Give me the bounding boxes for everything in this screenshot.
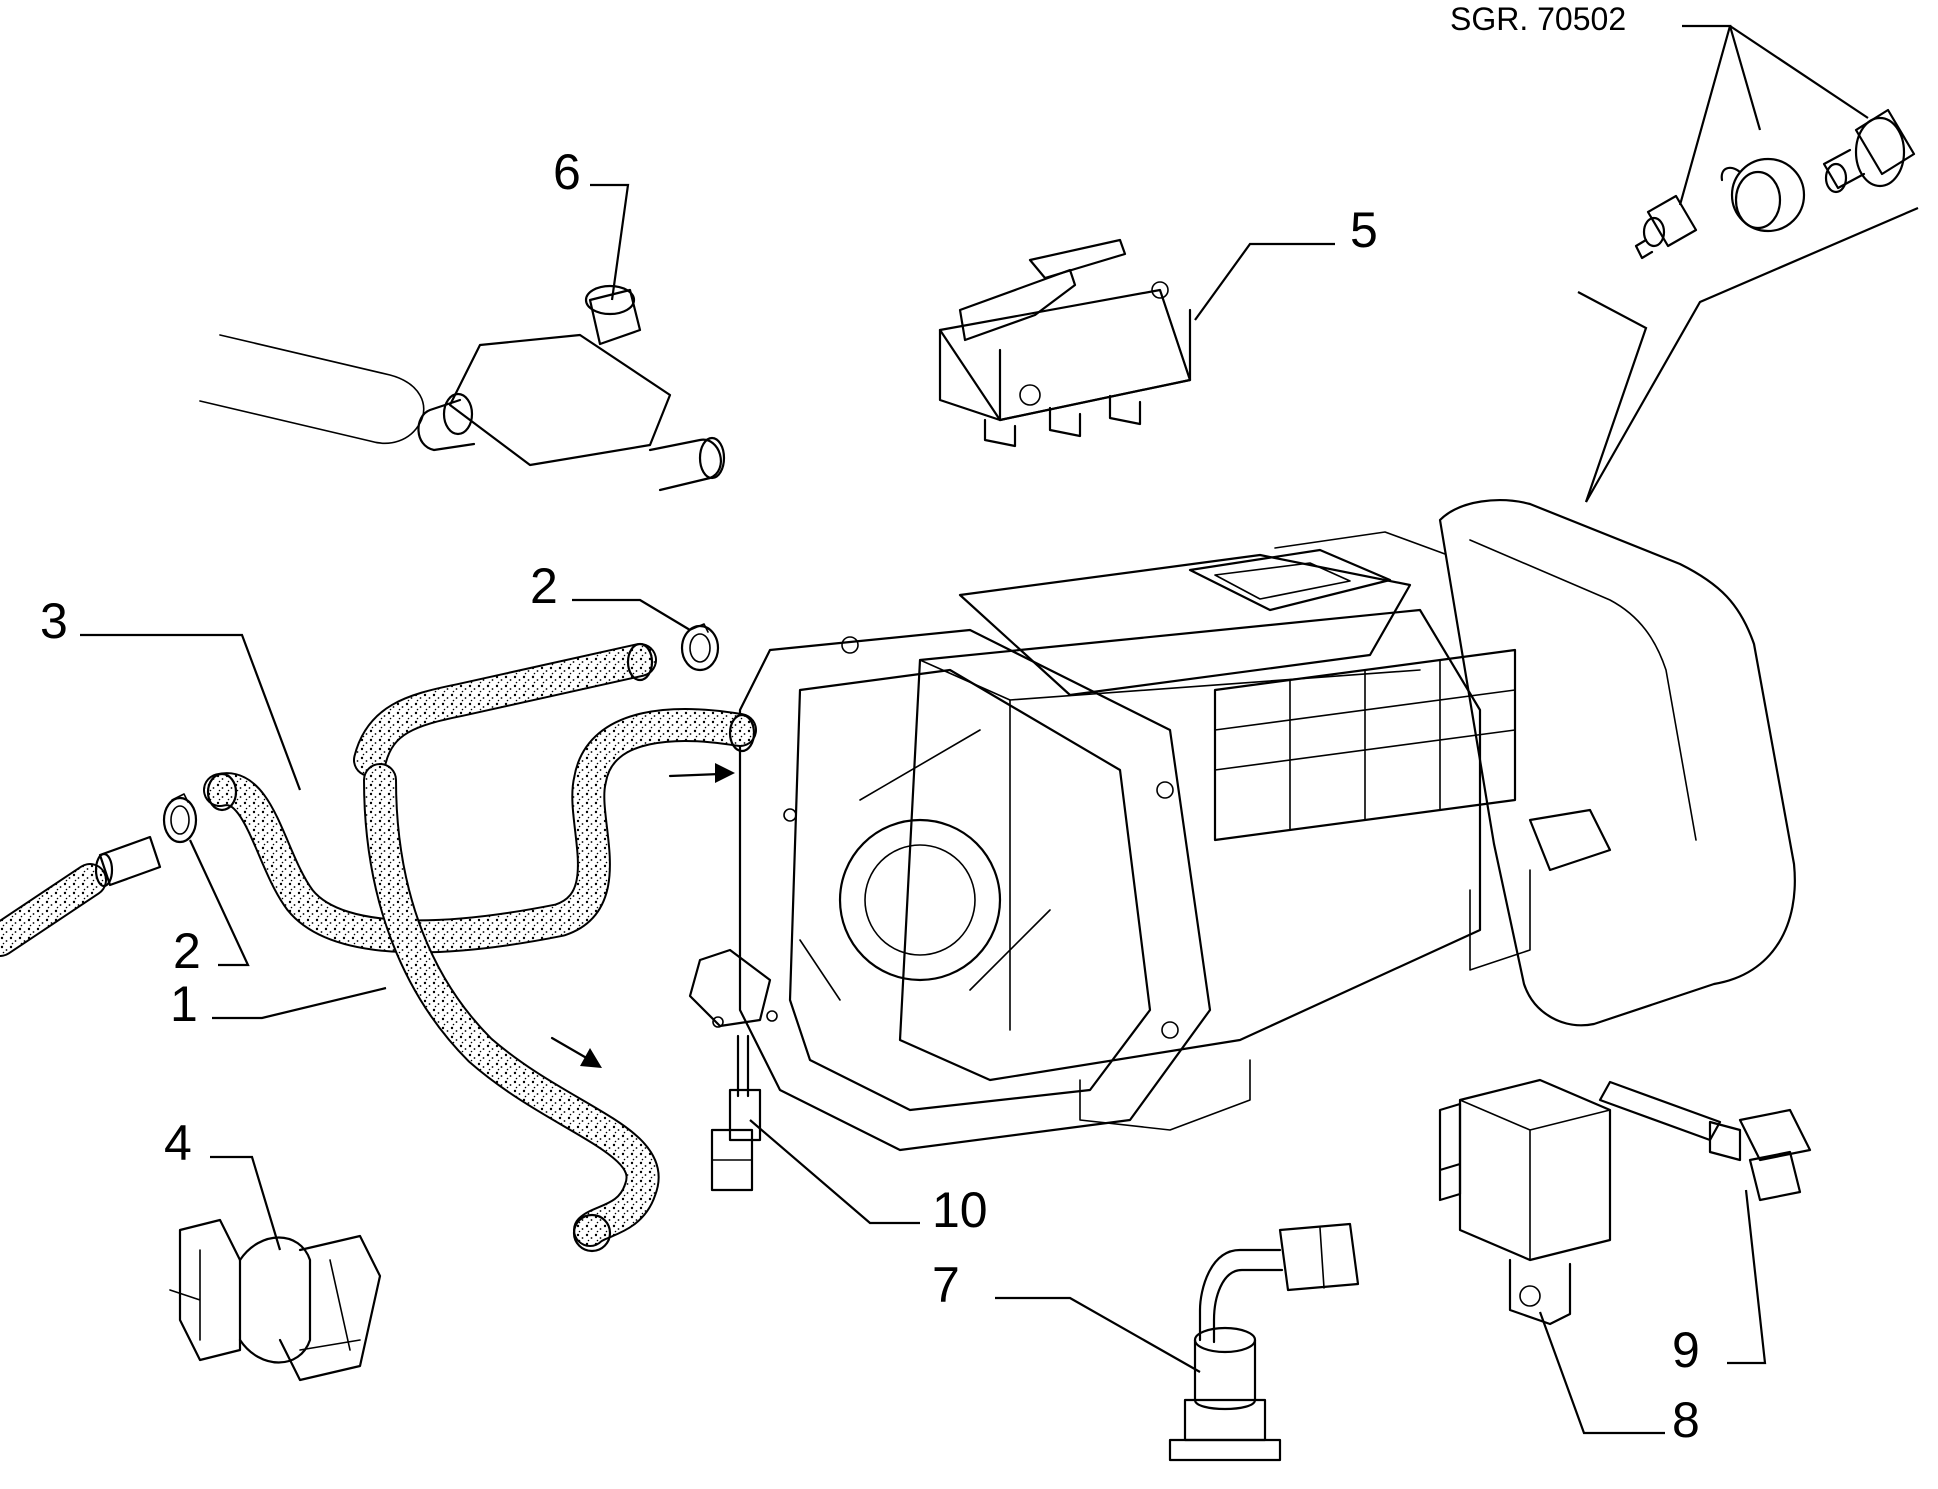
part-6-valve [199, 284, 726, 492]
bulb-small-icon [1634, 194, 1698, 260]
callout-8: 8 [1672, 1392, 1700, 1448]
callout-7: 7 [932, 1257, 960, 1313]
reference-pointer-lines [1577, 206, 1919, 503]
callout-2-top: 2 [530, 558, 558, 614]
housing-grille [1213, 648, 1517, 842]
callout-5: 5 [1350, 202, 1378, 258]
part-5-micro-switch [938, 238, 1192, 448]
callout-1: 1 [170, 976, 198, 1032]
callout-6: 6 [553, 144, 581, 200]
callout-labels: 6 5 2 3 2 1 4 10 7 9 8 [40, 144, 1700, 1448]
leader-8 [1538, 1311, 1665, 1435]
callout-2-left: 2 [173, 923, 201, 979]
flow-arrows [550, 763, 735, 1068]
part-9-probe [1598, 1080, 1812, 1202]
part-10-sensor [688, 948, 778, 1192]
heater-unit-assembly [738, 499, 1796, 1152]
leader-9 [1727, 1189, 1767, 1365]
reference-leaders [1678, 24, 1869, 206]
callout-4: 4 [164, 1115, 192, 1171]
part-7-sensor [1168, 1222, 1360, 1462]
leader-2a [572, 598, 691, 631]
housing-main-body [898, 608, 1482, 1082]
leader-3 [80, 633, 302, 791]
valve-hose-stub [199, 334, 425, 445]
callout-10: 10 [932, 1182, 988, 1238]
part-2-clip-left [162, 793, 198, 844]
reference-group: SGR. 70502 [1450, 1, 1919, 503]
reference-code-label: SGR. 70502 [1450, 1, 1626, 37]
callout-3: 3 [40, 593, 68, 649]
leader-7 [995, 1296, 1201, 1373]
leader-6 [590, 183, 630, 301]
bulb-socket-icon [1720, 157, 1806, 233]
housing-outer-shell [1438, 499, 1796, 1027]
part-8-actuator [1438, 1078, 1612, 1326]
bulb-holder-icon [1822, 108, 1916, 194]
blower-frame [738, 628, 1212, 1152]
leader-5 [1194, 242, 1335, 321]
leader-lines [80, 183, 1767, 1435]
leader-10 [749, 1119, 920, 1225]
callout-9: 9 [1672, 1322, 1700, 1378]
leader-4 [210, 1155, 282, 1251]
part-2-clip-top [680, 623, 720, 672]
leader-1 [212, 986, 387, 1020]
hose-connector [94, 835, 162, 888]
blower-motor-icon [838, 818, 1002, 982]
leader-2b [189, 839, 250, 967]
part-4-bracket [169, 1218, 382, 1382]
hose-assembly [0, 642, 757, 1253]
housing-top-duct [958, 553, 1412, 697]
